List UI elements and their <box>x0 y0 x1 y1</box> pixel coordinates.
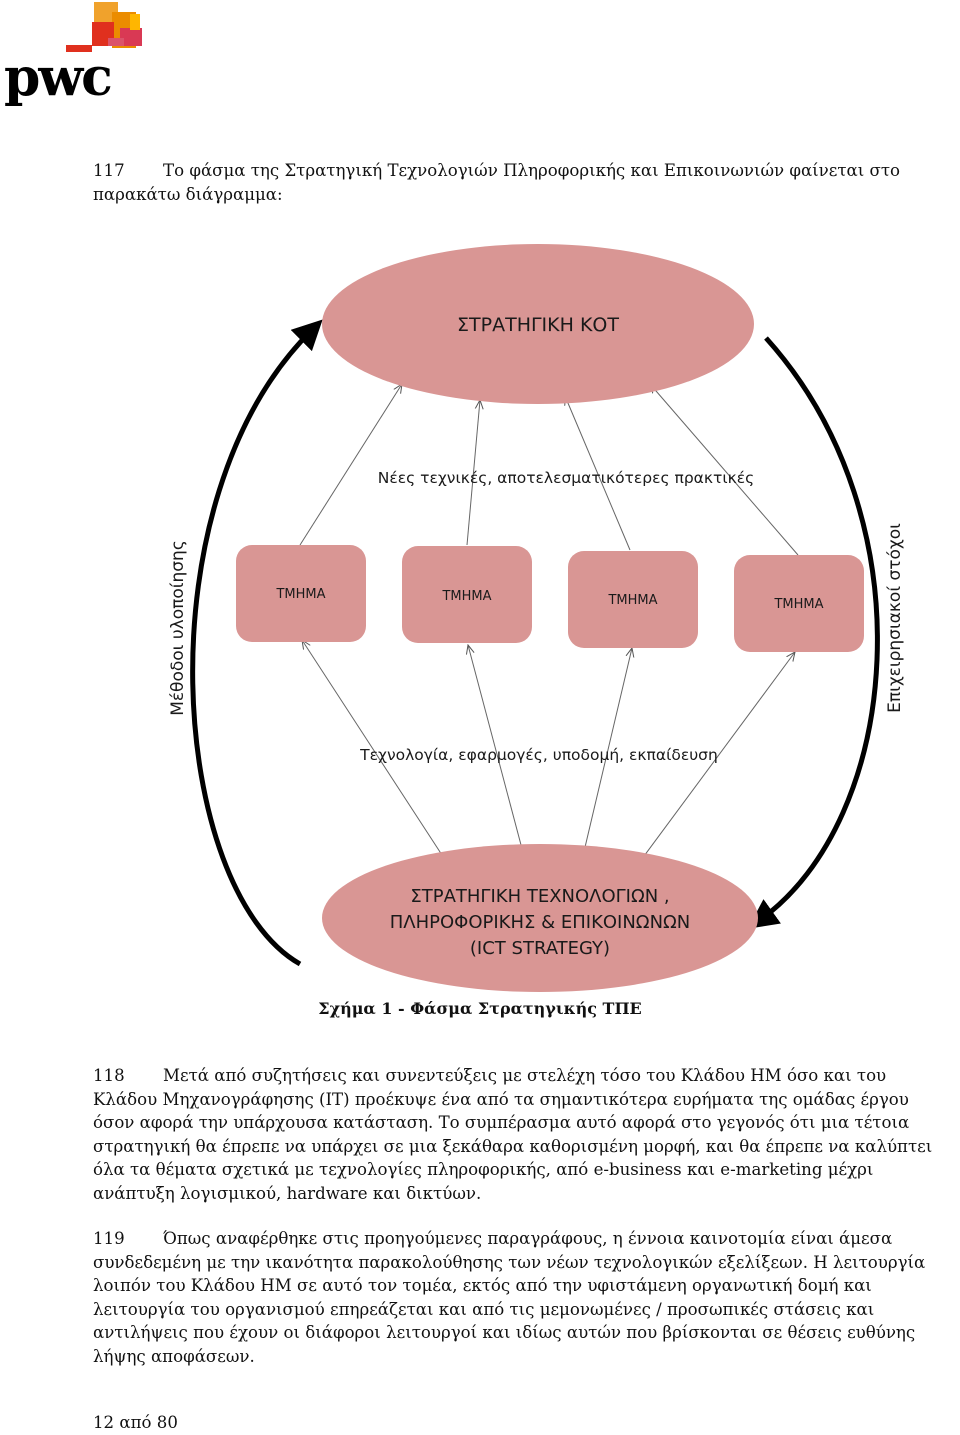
strategy-kot-ellipse <box>322 244 754 404</box>
paragraph-line: συνδεδεμένη με την ικανότητα παρακολούθη… <box>93 1252 926 1272</box>
department-box <box>734 555 864 652</box>
paragraph-line: παρακάτω διάγραμμα: <box>93 184 283 204</box>
ict-strategy-line2: ΠΛΗΡΟΦΟΡΙΚΗΣ & ΕΠΙΚΟΙΝΩΝΩΝ <box>390 912 691 933</box>
paragraph-number: 118 <box>93 1066 125 1085</box>
upper-flow-label: Νέες τεχνικές, αποτελεσματικότερες πρακτ… <box>378 469 754 487</box>
paragraph-line: λήψης αποφάσεων. <box>93 1346 255 1366</box>
paragraph-line: ανάπτυξη λογισμικού, hardware και δικτύω… <box>93 1183 482 1203</box>
connector-arrow <box>581 648 632 861</box>
paragraph-119: 119 Όπως αναφέρθηκε στις προηγούμενες παρ… <box>93 1227 955 1368</box>
paragraph-number: 119 <box>93 1229 125 1248</box>
logo-mark <box>66 2 142 52</box>
paragraph-118: 118 Μετά από συζητήσεις και συνεντεύξεις … <box>93 1064 955 1205</box>
paragraph-117: 117 Το φάσμα της Στρατηγική Τεχνολογιών Π… <box>93 159 955 206</box>
connector-arrow <box>650 384 799 556</box>
paragraph-line: στρατηγική θα έπρεπε να υπάρχει σε μια ξ… <box>93 1136 933 1156</box>
department-box <box>236 545 366 642</box>
right-cycle-arrow <box>747 336 880 929</box>
right-side-label: Επιχειρησιακοί στόχοι <box>885 523 905 713</box>
connector-arrow <box>468 645 526 861</box>
connector-arrow <box>299 384 402 546</box>
paragraph-line: Το φάσμα της Στρατηγική Τεχνολογιών Πληρ… <box>163 161 901 180</box>
ict-strategy-ellipse <box>322 844 758 992</box>
lower-flow-label: Τεχνολογία, εφαρμογές, υποδομή, εκπαίδευ… <box>359 746 718 764</box>
department-label: ΤΜΗΜΑ <box>275 587 325 602</box>
paragraph-line: όσον αφορά την υπάρχουσα κατάσταση. Το σ… <box>93 1113 910 1132</box>
paragraph-line: Μετά από συζητήσεις και συνεντεύξεις με … <box>163 1066 887 1085</box>
strategy-kot-label: ΣΤΡΑΤΗΓΙΚΗ ΚΟΤ <box>457 314 619 336</box>
connector-arrow <box>302 640 456 876</box>
connector-arrow <box>466 400 480 546</box>
pwc-logo: pwc <box>0 0 160 115</box>
paragraph-line: λειτουργία του οργανισμού επηρεάζεται κα… <box>93 1299 875 1319</box>
connector-arrow <box>565 396 631 551</box>
left-side-label: Μέθοδοι υλοποίησης <box>168 540 188 716</box>
connector-arrow <box>629 652 795 876</box>
department-label: ΤΜΗΜΑ <box>607 593 657 608</box>
paragraph-line: λοιπόν του Κλάδου ΗΜ σε αυτό τον τομέα, … <box>93 1276 872 1295</box>
left-cycle-arrow <box>190 319 323 967</box>
paragraph-number: 117 <box>93 161 125 180</box>
department-label: ΤΜΗΜΑ <box>441 589 491 604</box>
department-box <box>568 551 698 648</box>
department-label: ΤΜΗΜΑ <box>773 597 823 612</box>
paragraph-line: Κλάδου Μηχανογράφησης (ΙΤ) προέκυψε ένα … <box>93 1089 909 1109</box>
page-number: 12 από 80 <box>93 1413 178 1432</box>
ict-strategy-line1: ΣΤΡΑΤΗΓΙΚΗ ΤΕΧΝΟΛΟΓΙΩΝ , <box>410 886 669 907</box>
paragraph-line: όλα τα θέματα σχετικά με τεχνολογίες πλη… <box>93 1160 874 1179</box>
paragraph-line: Όπως αναφέρθηκε στις προηγούμενες παραγρ… <box>163 1229 893 1248</box>
ict-strategy-line3: (ICT STRATEGY) <box>470 938 610 959</box>
logo-wordmark: pwc <box>4 47 113 108</box>
figure-caption: Σχήμα 1 - Φάσμα Στρατηγικής ΤΠΕ <box>318 999 642 1018</box>
paragraph-line: αντιλήψεις που έχουν οι διάφοροι λειτουρ… <box>93 1323 916 1342</box>
department-box <box>402 546 532 643</box>
